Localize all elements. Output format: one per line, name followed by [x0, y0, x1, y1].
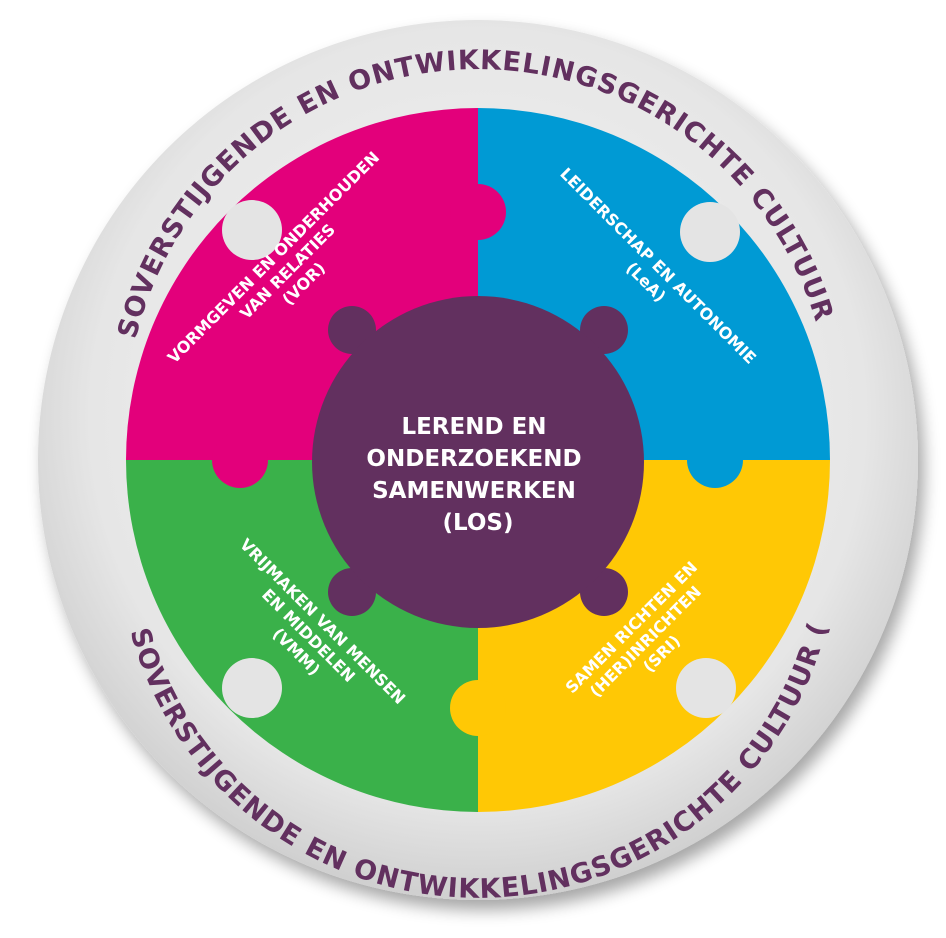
puzzle-tab-left [212, 432, 268, 488]
puzzle-tab-right [687, 432, 743, 488]
puzzle-tab-top [450, 184, 506, 240]
edge-notch-top-right [680, 202, 740, 262]
center-piece [312, 296, 644, 628]
center-label-line-4: (LOS) [443, 510, 514, 536]
center-label: LEREND EN ONDERZOEKEND SAMENWERKEN (LOS) [366, 414, 589, 536]
edge-notch-top-left [222, 200, 282, 260]
center-label-line-2: ONDERZOEKEND [366, 446, 581, 472]
edge-notch-bottom-left [222, 658, 282, 718]
center-circle [312, 296, 644, 628]
puzzle-tab-bottom [450, 680, 506, 736]
center-label-line-3: SAMENWERKEN [372, 478, 576, 504]
edge-notch-bottom-right [676, 658, 736, 718]
center-label-line-1: LEREND EN [401, 414, 546, 440]
